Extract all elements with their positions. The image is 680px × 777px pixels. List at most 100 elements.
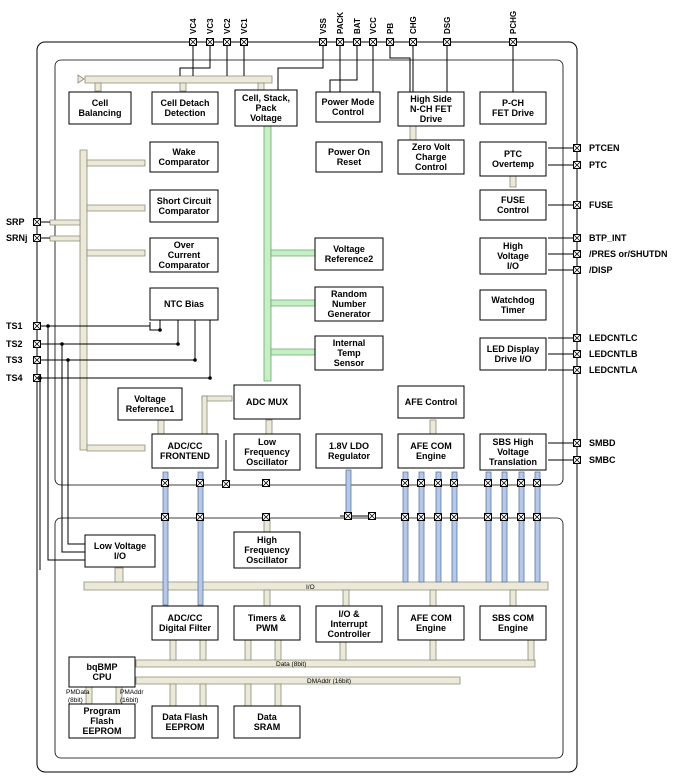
- ldo-label: 1.8V LDO: [329, 441, 369, 451]
- power-on-reset-box: [315, 141, 383, 173]
- over-current-label: Comparator: [158, 260, 210, 270]
- ldo-label: Regulator: [328, 451, 371, 461]
- boundary-crossing-marker: [450, 513, 458, 521]
- adc-digital-filter-label: ADC/CC: [168, 613, 203, 623]
- low-freq-osc-label: Frequency: [244, 447, 290, 457]
- right-pin-label: SMBC: [589, 455, 616, 465]
- afe-com-engine-top-label: Engine: [416, 451, 446, 461]
- afe-com-engine-bottom-label: Engine: [416, 623, 446, 633]
- adc-mux-box: [233, 384, 301, 420]
- boundary-crossing-marker: [161, 513, 169, 521]
- boundary-crossing-marker: [533, 479, 541, 487]
- right-pin-marker: [573, 456, 581, 464]
- right-pin-label: SMBD: [589, 438, 616, 448]
- dmaddr-bus-label: DMAddr (16bit): [307, 678, 351, 685]
- sbs-com-engine-label: Engine: [498, 623, 528, 633]
- buses: [49, 74, 549, 707]
- junction-dot: [158, 328, 162, 332]
- boundary-crossing-marker: [262, 479, 270, 487]
- voltage-ref1-label: Reference1: [126, 404, 175, 414]
- top-pin-marker: [189, 38, 197, 46]
- cell-stack-label: Voltage: [250, 113, 282, 123]
- high-voltage-io-label: Voltage: [497, 251, 529, 261]
- right-pin-marker: [573, 266, 581, 274]
- top-pin-marker: [336, 38, 344, 46]
- junction-dot: [38, 376, 42, 380]
- high-freq-osc-box: [233, 531, 301, 569]
- fuse-control-label: Control: [497, 205, 529, 215]
- afe-com-engine-bottom-box: [397, 605, 465, 641]
- left-pin-label: TS4: [6, 373, 23, 383]
- program-flash-box: [68, 703, 136, 739]
- adc-digital-filter-box: [151, 605, 219, 641]
- timers-pwm-box: [233, 605, 301, 641]
- junction-dot: [193, 358, 197, 362]
- ptc-overtemp-box: [479, 141, 547, 177]
- right-pin-marker: [573, 161, 581, 169]
- cell-detach-box: [151, 91, 219, 125]
- internal-temp-label: Sensor: [334, 358, 365, 368]
- right-pin-label: LEDCNTLC: [589, 333, 638, 343]
- data-bus-label: Data (8bit): [276, 661, 306, 668]
- data-flash-box: [151, 705, 219, 739]
- adc-frontend-label: ADC/CC: [168, 441, 203, 451]
- pmaddr-label-1: PMAddr: [120, 689, 144, 696]
- zero-volt-label: Charge: [415, 152, 446, 162]
- led-display-label: Drive I/O: [494, 354, 531, 364]
- top-pin-marker: [386, 38, 394, 46]
- digital-region-outline: [54, 517, 564, 759]
- top-pin-label: PB: [386, 23, 395, 34]
- sbs-high-voltage-label: Translation: [489, 457, 537, 467]
- led-display-box: [479, 337, 547, 371]
- ntc-bias-box: [149, 287, 219, 321]
- voltage-ref1-box: [117, 387, 183, 421]
- cell-balancing-label: Cell: [92, 98, 109, 108]
- top-pin-label: VC4: [189, 18, 198, 34]
- left-pin-label: SRP: [6, 217, 25, 227]
- left-pin-label: SRNj: [6, 233, 28, 243]
- interrupt-controller-box: [315, 605, 383, 643]
- boundary-crossing-marker: [500, 513, 508, 521]
- boundary-crossing-marker: [450, 479, 458, 487]
- left-pin-marker: [33, 340, 41, 348]
- boundary-crossing-marker: [262, 513, 270, 521]
- ptc-overtemp-label: Overtemp: [492, 159, 535, 169]
- junction-dot: [176, 342, 180, 346]
- top-pin-marker: [443, 38, 451, 46]
- chip-outline: [36, 41, 578, 773]
- ptc-overtemp-label: PTC: [504, 149, 523, 159]
- sbs-com-engine-box: [479, 605, 547, 641]
- adc-digital-filter-label: Digital Filter: [159, 623, 212, 633]
- data-flash-label: Data Flash: [162, 712, 208, 722]
- fuse-control-label: FUSE: [501, 195, 525, 205]
- boundary-crossing-marker: [533, 513, 541, 521]
- random-number-label: Number: [332, 299, 367, 309]
- cell-detach-label: Detection: [164, 108, 205, 118]
- right-pin-label: LEDCNTLB: [589, 349, 638, 359]
- boundary-crossing-marker: [417, 479, 425, 487]
- program-flash-label: EEPROM: [82, 726, 121, 736]
- top-pin-marker: [369, 38, 377, 46]
- boundary-crossing-marker: [434, 513, 442, 521]
- ldo-box: [315, 433, 383, 469]
- low-freq-osc-label: Oscillator: [246, 457, 288, 467]
- right-pin-marker: [573, 144, 581, 152]
- top-pin-marker: [319, 38, 327, 46]
